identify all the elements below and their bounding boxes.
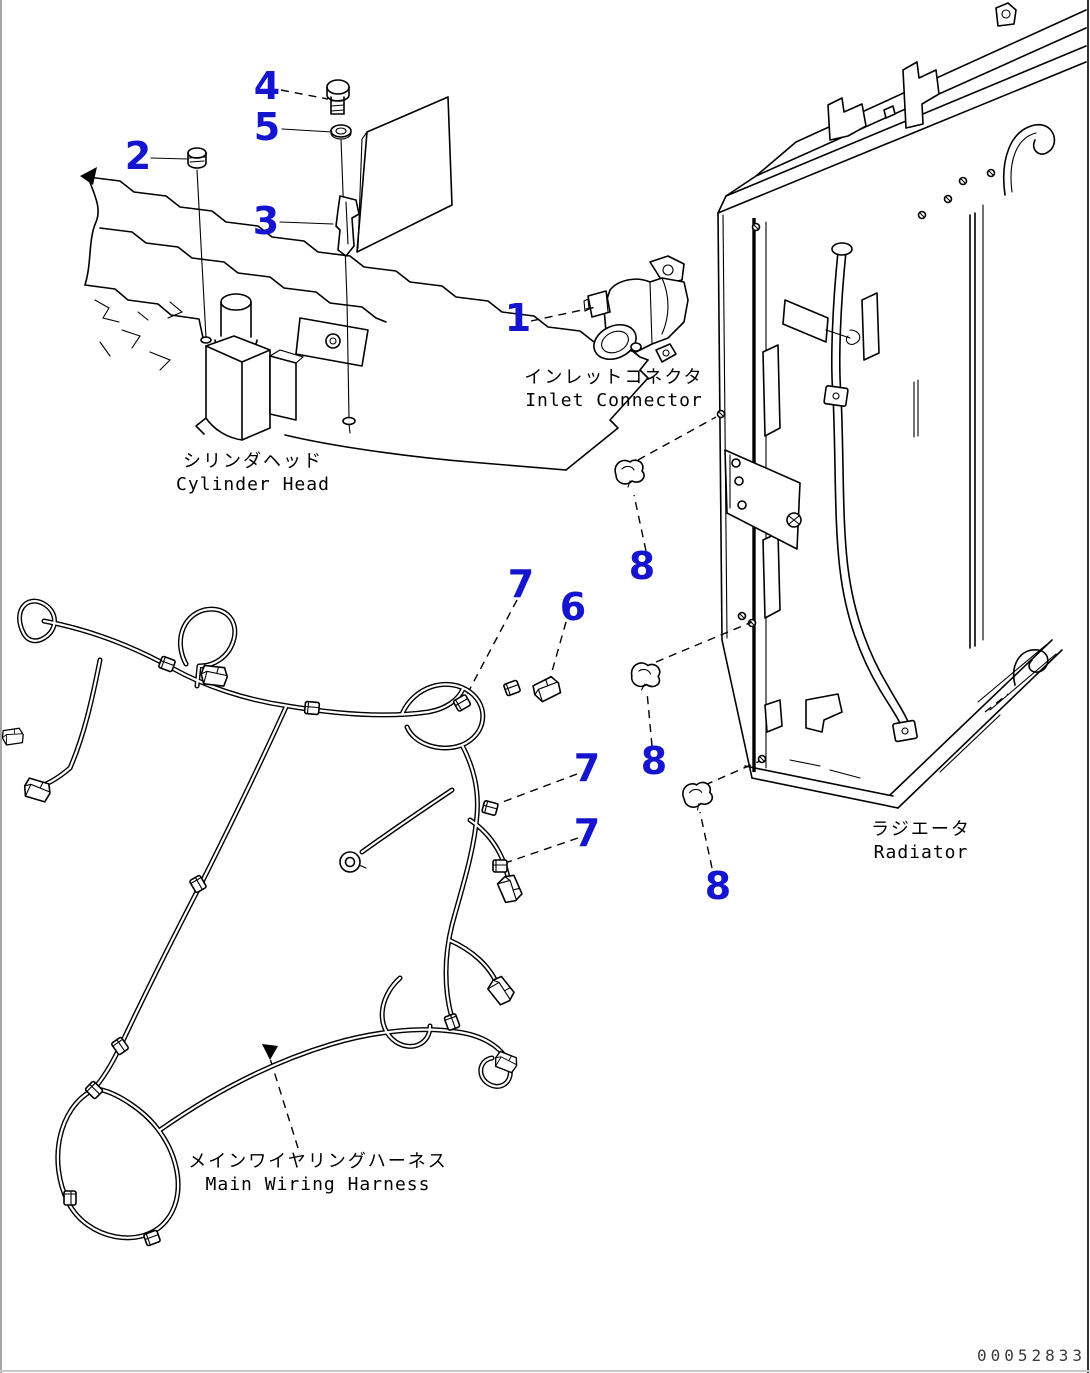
- radiator-label-ja: ラジエータ: [871, 819, 971, 840]
- callout-5-1: 5: [253, 105, 281, 149]
- callout-leader-lines: [150, 89, 761, 1149]
- page-edge-right: [1087, 0, 1089, 1373]
- callout-4-0: 4: [253, 64, 281, 108]
- callout-8-11: 8: [704, 864, 732, 908]
- page-edge-bottom: [0, 1370, 1090, 1372]
- cylinder-head-label: シリンダヘッド Cylinder Head: [176, 450, 330, 496]
- callout-1-4: 1: [504, 296, 532, 340]
- inlet-connector-label-en: Inlet Connector: [525, 390, 703, 411]
- cylinder-head-drawing: [80, 138, 649, 471]
- cylinder-head-label-ja: シリンダヘッド: [182, 451, 323, 472]
- inlet-connector-label: インレットコネクタ Inlet Connector: [524, 366, 703, 412]
- callout-7-10: 7: [573, 811, 601, 855]
- cylinder-head-label-en: Cylinder Head: [176, 474, 330, 495]
- main-wiring-harness-label: メインワイヤリングハーネス Main Wiring Harness: [188, 1150, 447, 1196]
- callout-2-2: 2: [124, 134, 152, 178]
- callout-3-3: 3: [252, 199, 280, 243]
- main-wiring-harness-label-ja: メインワイヤリングハーネス: [188, 1151, 448, 1172]
- main-wiring-harness-drawing: [1, 598, 564, 1247]
- callout-6-6: 6: [559, 585, 587, 629]
- main-wiring-harness-label-en: Main Wiring Harness: [205, 1174, 431, 1195]
- callout-7-5: 7: [507, 562, 535, 606]
- radiator-label: ラジエータ Radiator: [871, 818, 971, 864]
- drawing-number: 00052833: [976, 1346, 1086, 1365]
- radiator-label-en: Radiator: [873, 842, 969, 863]
- inlet-connector-label-ja: インレットコネクタ: [524, 367, 704, 388]
- callout-8-7: 8: [628, 544, 656, 588]
- page-edge-left: [0, 0, 2, 1373]
- radiator-drawing: [716, 2, 1087, 809]
- callout-8-9: 8: [640, 739, 668, 783]
- cover-plate-drawing: [187, 79, 453, 257]
- inlet-connector-drawing: [583, 255, 689, 363]
- callout-7-8: 7: [573, 746, 601, 790]
